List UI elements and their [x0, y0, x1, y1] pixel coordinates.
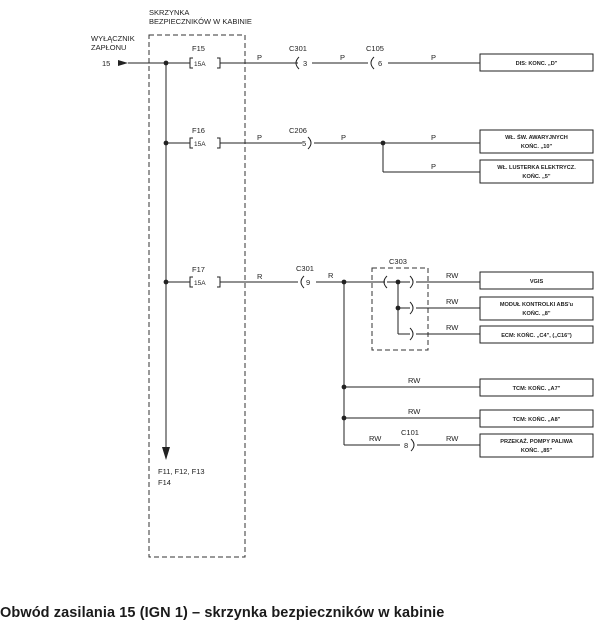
wire-color-label: P: [431, 162, 436, 171]
target-tcm-a7-label: TCM: KOŃC. „A7": [513, 384, 561, 392]
bus-arrow-icon: [162, 447, 170, 460]
figure-caption: Obwód zasilania 15 (IGN 1) – skrzynka be…: [0, 605, 445, 621]
wire-color-label: RW: [446, 297, 459, 306]
target-mirror-line1: WŁ. LUSTERKA ELEKTRYCZ.: [497, 165, 576, 171]
fuse-box-title-line2: BEZPIECZNIKÓW W KABINIE: [149, 17, 252, 26]
ignition-switch-label-line1: WYŁĄCZNIK: [91, 34, 135, 43]
connector-c303-name: C303: [389, 257, 407, 266]
target-ecm-label: ECM: KOŃC. „C4", („C16"): [501, 331, 572, 339]
target-box-abs-module: [479, 296, 594, 321]
wire-color-label: P: [257, 53, 262, 62]
target-vgis-label: VGIS: [530, 279, 544, 285]
other-fuses-line2: F14: [158, 478, 171, 487]
wiring-diagram: SKRZYNKA BEZPIECZNIKÓW W KABINIE WYŁĄCZN…: [91, 8, 594, 558]
connector-c105-pin: 6: [378, 59, 382, 68]
target-abs-line2: KOŃC. „8": [522, 309, 550, 317]
target-box-hazard-switch: [479, 129, 594, 154]
fuse-f15-symbol: 15A: [189, 57, 221, 69]
wire-color-label: RW: [408, 376, 421, 385]
connector-c301-a-symbol: [295, 56, 300, 70]
target-dis-label: DIS: KONC. „D": [516, 61, 558, 67]
target-abs-line1: MODUŁ KONTROLKI ABS'u: [500, 302, 574, 308]
target-tcm-a8-label: TCM: KOŃC. „A8": [513, 415, 561, 423]
fuse-box-outline: [148, 34, 246, 558]
target-box-dis: [479, 53, 594, 72]
ignition-switch-label-line2: ZAPŁONU: [91, 43, 126, 52]
wire-color-label: P: [431, 53, 436, 62]
wire-color-label: R: [328, 271, 334, 280]
connector-c301-a-name: C301: [289, 44, 307, 53]
connector-c101-symbol: [410, 438, 415, 452]
connector-c303-outline: [371, 267, 429, 351]
target-box-tcm-a7: [479, 378, 594, 397]
other-fuses-line1: F11, F12, F13: [158, 467, 205, 476]
fuse-f16-symbol: 15A: [189, 137, 221, 149]
input-arrow-icon: [118, 60, 128, 66]
target-fuel-pump-line2: KOŃC. „85": [521, 446, 553, 454]
input-terminal-label: 15: [102, 59, 110, 68]
connector-c101-name: C101: [401, 428, 419, 437]
wire-color-label: P: [341, 133, 346, 142]
fuse-box-title-line1: SKRZYNKA: [149, 8, 189, 17]
target-mirror-line2: KOŃC. „5": [522, 172, 550, 180]
target-box-fuel-pump-relay: [479, 433, 594, 458]
connector-c105-symbol: [370, 56, 375, 70]
fuse-f17-name: F17: [192, 265, 205, 274]
target-box-tcm-a8: [479, 409, 594, 428]
wire-color-label: P: [257, 133, 262, 142]
wire-color-label: RW: [446, 434, 459, 443]
connector-c301-a-pin: 3: [303, 59, 307, 68]
connector-c101-pin: 8: [404, 441, 408, 450]
connector-c206-pin: 5: [302, 139, 306, 148]
target-box-ecm: [479, 325, 594, 344]
fuse-f15-rating: 15A: [194, 61, 206, 68]
fuse-f16-name: F16: [192, 126, 205, 135]
connector-c301-b-pin: 9: [306, 278, 310, 287]
connector-c206-name: C206: [289, 126, 307, 135]
target-hazard-line2: KOŃC. „10": [521, 142, 553, 150]
fuse-f17-rating: 15A: [194, 280, 206, 287]
wire-color-label: RW: [369, 434, 382, 443]
wire-color-label: RW: [408, 407, 421, 416]
fuse-f16-rating: 15A: [194, 141, 206, 148]
wire-color-label: RW: [446, 271, 459, 280]
fuse-f17-symbol: 15A: [189, 276, 221, 288]
wire-color-label: RW: [446, 323, 459, 332]
connector-c301-b-symbol: [300, 275, 305, 289]
wire-color-label: R: [257, 272, 263, 281]
target-hazard-line1: WŁ. ŚW. AWARYJNYCH: [505, 134, 568, 141]
fuse-f15-name: F15: [192, 44, 205, 53]
target-box-vgis: [479, 271, 594, 290]
wire-color-label: P: [431, 133, 436, 142]
target-fuel-pump-line1: PRZEKAŹ. POMPY PALIWA: [500, 437, 573, 445]
connector-c301-b-name: C301: [296, 264, 314, 273]
connector-c206-symbol: [307, 136, 312, 150]
target-box-mirror-switch: [479, 159, 594, 184]
wire-color-label: P: [340, 53, 345, 62]
connector-c105-name: C105: [366, 44, 384, 53]
